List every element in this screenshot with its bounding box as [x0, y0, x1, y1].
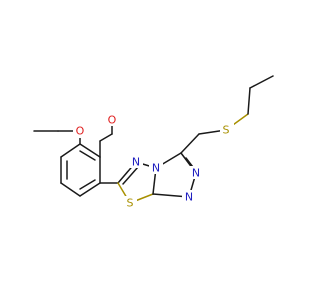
- ethylthio-chain: [180, 75, 274, 154]
- benzene-ring: [60, 143, 101, 197]
- atom-s-ring: S: [127, 197, 134, 210]
- atom-labels: O O N N N N S S: [73, 113, 234, 210]
- atom-n-right: N: [192, 167, 200, 180]
- atom-o-left: O: [108, 114, 117, 127]
- atom-n-4: N: [132, 156, 140, 169]
- atom-n-bottom: N: [185, 191, 193, 204]
- atom-n-fused: N: [152, 162, 160, 175]
- atom-s-chain: S: [223, 124, 230, 137]
- molecule-structure: O O N N N N S S: [33, 75, 274, 210]
- atom-o-upper: O: [76, 125, 85, 138]
